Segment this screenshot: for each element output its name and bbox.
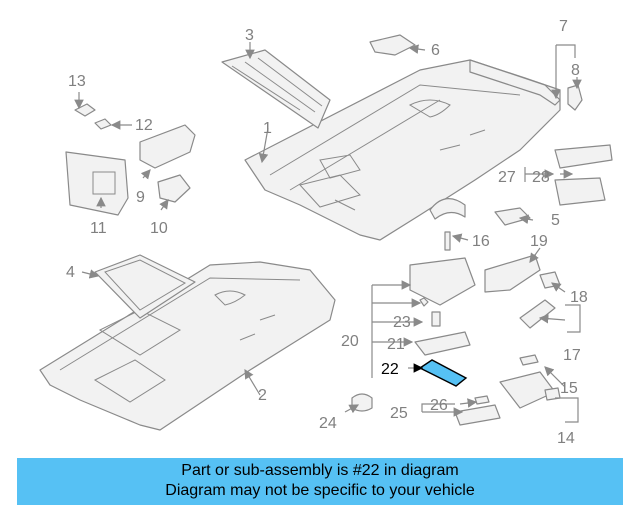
info-banner: Part or sub-assembly is #22 in diagram D…	[17, 458, 623, 505]
parts-diagram: 1 2 3 4 5 6 7 8 9 10 11 12 13 14 15 16 1…	[39, 18, 613, 447]
callout-10: 10	[150, 220, 168, 237]
part-4-panel	[94, 254, 196, 319]
small-parts	[74, 34, 613, 426]
banner-line-2: Diagram may not be specific to your vehi…	[165, 482, 475, 499]
headliner-lower	[39, 261, 336, 431]
callout-19: 19	[530, 233, 548, 250]
banner-line-1: Part or sub-assembly is #22 in diagram	[181, 462, 459, 479]
callout-27: 27	[498, 169, 516, 186]
callout-1: 1	[263, 120, 272, 137]
callout-24: 24	[319, 415, 337, 432]
callout-11: 11	[90, 220, 107, 237]
callout-15: 15	[560, 380, 578, 397]
callout-12: 12	[135, 117, 153, 134]
callout-5: 5	[551, 212, 560, 229]
callout-labels: 1 2 3 4 5 6 7 8 9 10 11 12 13 14 15 16 1…	[66, 18, 588, 447]
callout-9: 9	[136, 189, 145, 206]
leader-lines	[74, 42, 582, 423]
callout-23: 23	[393, 314, 411, 331]
callout-22: 22	[381, 361, 399, 378]
callout-2: 2	[258, 387, 267, 404]
callout-16: 16	[472, 233, 490, 250]
callout-28: 28	[532, 169, 550, 186]
callout-4: 4	[66, 264, 75, 281]
callout-13: 13	[68, 73, 86, 90]
callout-17: 17	[563, 347, 581, 364]
part-3-panel	[221, 49, 331, 129]
callout-21: 21	[387, 336, 405, 353]
callout-14: 14	[557, 430, 575, 447]
callout-6: 6	[431, 42, 440, 59]
callout-3: 3	[245, 27, 254, 44]
callout-20: 20	[341, 333, 359, 350]
callout-7: 7	[559, 18, 568, 35]
part-11-sun-visor	[65, 151, 129, 216]
callout-26: 26	[430, 397, 448, 414]
callout-25: 25	[390, 405, 408, 422]
callout-18: 18	[570, 289, 588, 306]
callout-8: 8	[571, 62, 580, 79]
part-22-highlight	[418, 359, 468, 387]
